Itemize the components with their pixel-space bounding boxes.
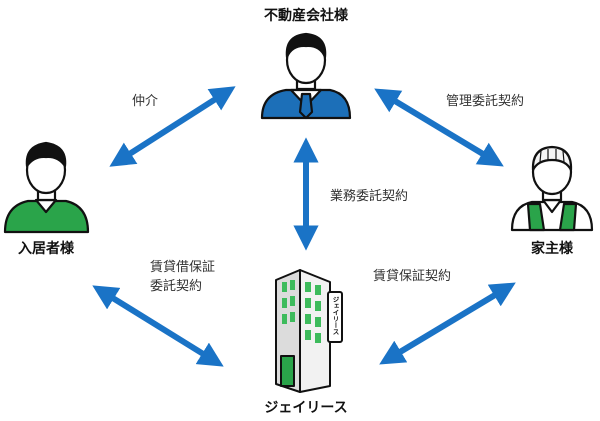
tenant-jay-label-line2: 委託契約 <box>150 279 203 294</box>
agency-owner-relation-label: 管理委託契約 <box>446 94 525 109</box>
agency-label: 不動産会社様 <box>264 8 348 24</box>
owner-person-icon <box>510 145 594 232</box>
tenant-jay-label-line1: 賃貸借保証 <box>150 260 216 275</box>
arrow-tenant-jay <box>92 285 224 367</box>
agency-tenant-relation-label: 仲介 <box>132 94 159 109</box>
agency-jay-relation-label: 業務委託契約 <box>330 189 409 204</box>
tenant-label: 入居者様 <box>18 241 74 257</box>
arrow-owner-jay <box>379 282 516 365</box>
tenant-person-icon <box>3 141 90 234</box>
businessman-icon <box>260 32 352 120</box>
arrow-agency-tenant <box>109 86 236 167</box>
building-sign-text: ジェイリース <box>331 296 339 336</box>
owner-label: 家主様 <box>531 241 573 257</box>
owner-jay-relation-label: 賃貸保証契約 <box>373 269 452 284</box>
tenant-jay-relation-label: 賃貸借保証 委託契約 <box>150 258 215 296</box>
jay-label: ジェイリース <box>264 400 348 416</box>
building-icon: ジェイリース <box>275 269 343 393</box>
arrow-agency-owner <box>374 88 504 167</box>
